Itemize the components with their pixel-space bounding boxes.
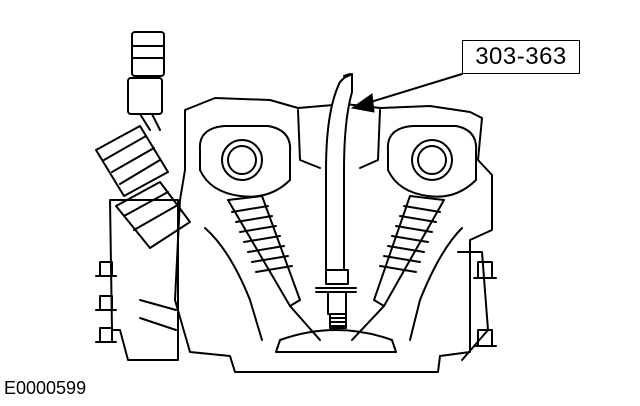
left-valve-spring (227, 195, 321, 341)
tool-number-callout: 303-363 (462, 40, 580, 74)
right-camshaft (386, 125, 478, 198)
left-camshaft (198, 125, 292, 198)
tool-303-363 (315, 73, 357, 329)
tool-adapter-nut (325, 269, 349, 285)
right-block (457, 251, 497, 361)
intake-port (204, 227, 263, 341)
exhaust-port (409, 227, 463, 341)
tool-hose (325, 73, 353, 271)
callout-leader-line (363, 73, 463, 105)
center-rib (297, 109, 381, 169)
callout-arrowhead (350, 93, 375, 113)
tool-adapter-body (327, 291, 347, 315)
fuel-rail-fittings (95, 31, 191, 249)
figure-id-label: E0000599 (4, 378, 87, 398)
left-block (95, 199, 179, 361)
right-valve-spring (351, 195, 445, 341)
combustion-chamber (275, 329, 397, 353)
cylinder-head-outline (174, 97, 493, 373)
